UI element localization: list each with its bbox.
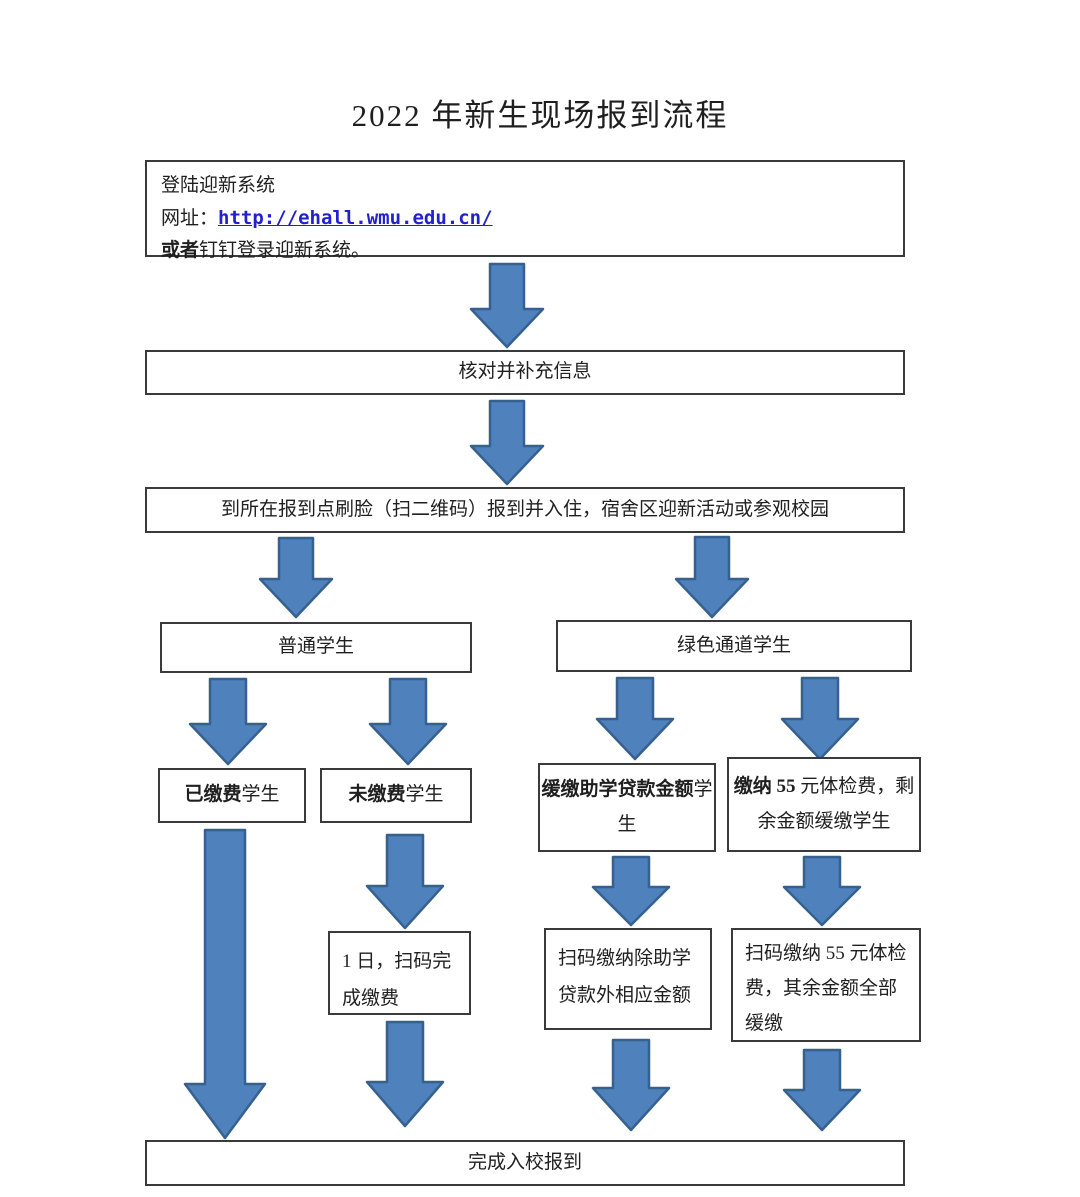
login-line3: 或者钉钉登录迎新系统。	[161, 235, 889, 267]
unpaid-rest: 学生	[405, 784, 444, 806]
normal-student-label: 普通学生	[277, 636, 354, 658]
node-scan-1day: 1 日，扫码完成缴费	[328, 931, 471, 1015]
node-scan-except-loan: 扫码缴纳除助学贷款外相应金额	[544, 928, 712, 1030]
scan-except-loan-label: 扫码缴纳除助学贷款外相应金额	[558, 948, 692, 1007]
arrow-green-to-loan-icon	[595, 676, 675, 761]
node-normal-student: 普通学生	[160, 622, 472, 673]
page-title: 2022 年新生现场报到流程	[351, 98, 729, 133]
arrow-paid-to-finish-icon	[183, 828, 267, 1140]
login-line2: 网址：http://ehall.wmu.edu.cn/	[161, 202, 889, 235]
arrow-scan55-to-finish-icon	[782, 1048, 862, 1132]
login-line1: 登陆迎新系统	[161, 175, 276, 196]
node-unpaid-student: 未缴费学生	[320, 768, 472, 823]
arrow-checkin-to-normal-icon	[258, 536, 334, 619]
node-defer-loan-student: 缓缴助学贷款金额学生	[538, 763, 716, 852]
alt-login-rest: 钉钉登录迎新系统。	[199, 240, 371, 261]
arrow-verify-to-checkin-icon	[469, 399, 545, 486]
paid-rest: 学生	[241, 784, 280, 806]
node-login-system: 登陆迎新系统 网址：http://ehall.wmu.edu.cn/ 或者钉钉登…	[145, 160, 905, 261]
node-green-channel-student: 绿色通道学生	[556, 620, 912, 672]
node-paid-student: 已缴费学生	[158, 768, 306, 823]
scan-1day-label: 1 日，扫码完成缴费	[342, 951, 452, 1010]
arrow-loan-to-scanexcept-icon	[591, 855, 671, 927]
defer-loan-rest: 学生	[617, 779, 713, 835]
arrow-normal-to-paid-icon	[188, 677, 268, 766]
arrow-unpaid-to-scan1day-icon	[365, 833, 445, 930]
arrow-login-to-verify-icon	[469, 262, 545, 349]
ehall-url-link[interactable]: http://ehall.wmu.edu.cn/	[218, 207, 493, 229]
arrow-normal-to-unpaid-icon	[368, 677, 448, 766]
scan-55-label: 扫码缴纳 55 元体检费，其余金额全部缓缴	[745, 943, 907, 1035]
unpaid-bold: 未缴费	[348, 784, 406, 806]
node-finish-registration: 完成入校报到	[145, 1140, 905, 1186]
pay55-bold: 缴纳 55	[733, 776, 801, 798]
arrow-green-to-fee55-icon	[780, 676, 860, 761]
arrow-checkin-to-green-icon	[674, 535, 750, 619]
finish-label: 完成入校报到	[467, 1151, 582, 1173]
node-scan-55: 扫码缴纳 55 元体检费，其余金额全部缓缴	[731, 928, 921, 1042]
alt-login-bold: 或者	[161, 240, 200, 261]
arrow-fee55-to-scan55-icon	[782, 855, 862, 927]
green-channel-label: 绿色通道学生	[676, 634, 791, 656]
checkin-label: 到所在报到点刷脸（扫二维码）报到并入住，宿舍区迎新活动或参观校园	[220, 498, 829, 520]
pay55-rest: 元体检费，剩余金额缓缴学生	[757, 776, 915, 832]
node-verify-info: 核对并补充信息	[145, 350, 905, 395]
verify-label: 核对并补充信息	[458, 361, 592, 383]
arrow-scanexcept-to-finish-icon	[591, 1038, 671, 1132]
node-checkin-point: 到所在报到点刷脸（扫二维码）报到并入住，宿舍区迎新活动或参观校园	[145, 487, 905, 533]
paid-bold: 已缴费	[184, 784, 242, 806]
defer-loan-bold: 缓缴助学贷款金额	[541, 779, 694, 801]
node-pay55-student: 缴纳 55 元体检费，剩余金额缓缴学生	[727, 757, 921, 852]
arrow-scan1day-to-finish-icon	[365, 1020, 445, 1128]
url-label: 网址：	[161, 208, 219, 229]
